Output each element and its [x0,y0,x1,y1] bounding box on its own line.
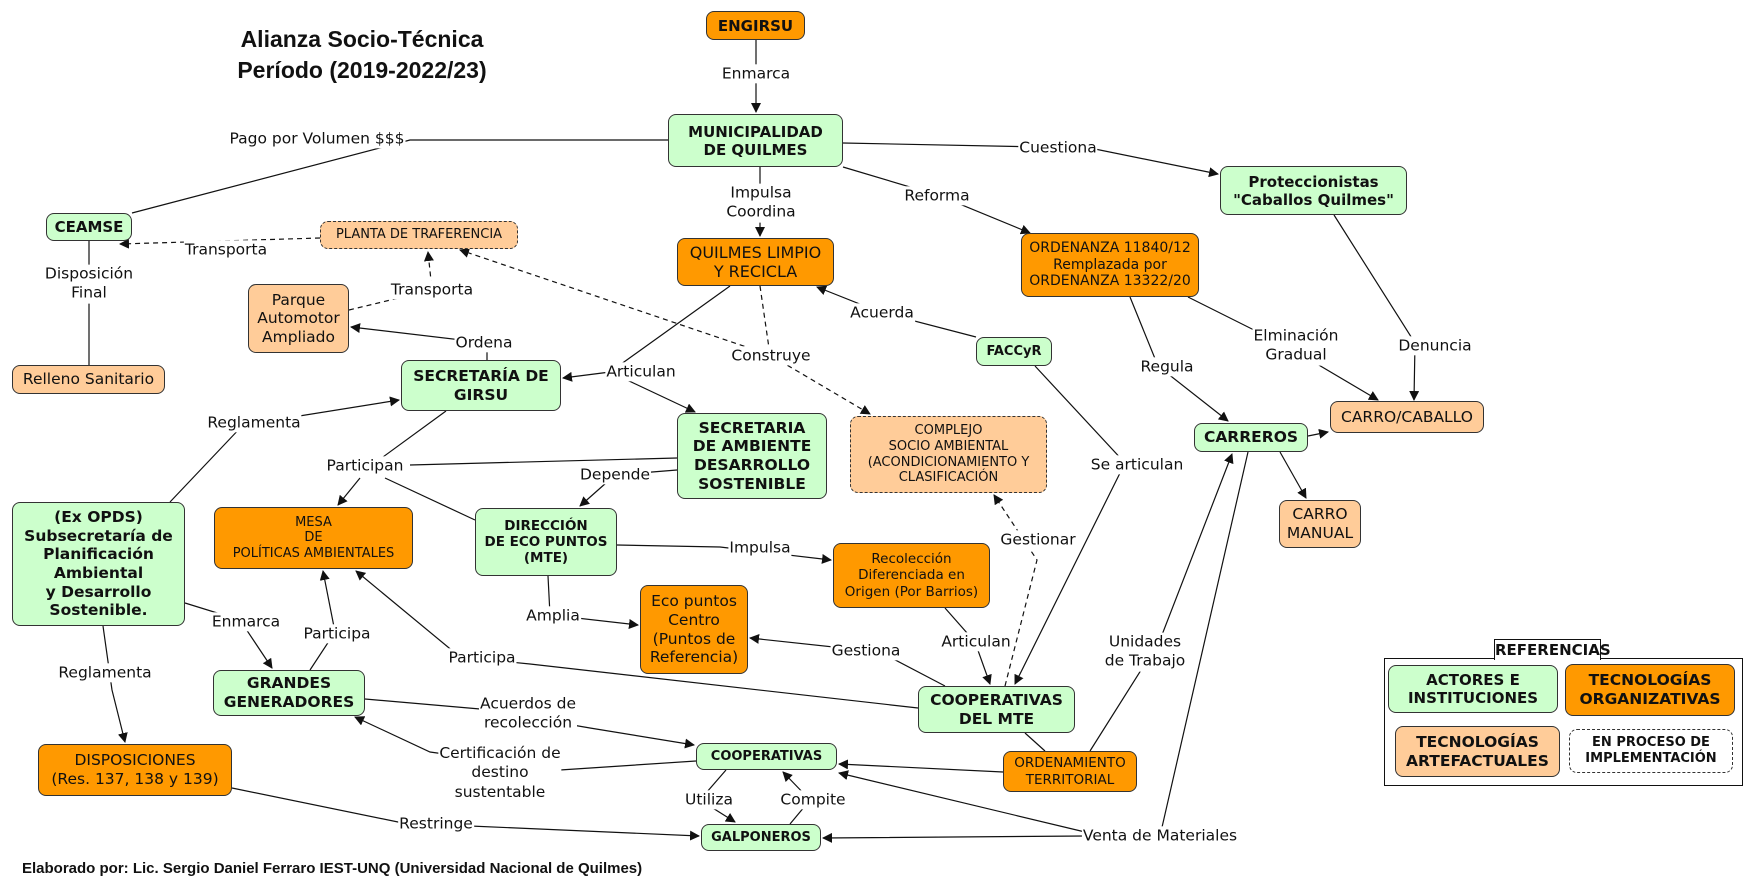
node-parque-automotor[interactable]: Parque Automotor Ampliado [248,284,349,353]
edge-participan-mesa [337,477,361,506]
link-label-articulan: Articulan [605,362,677,382]
link-label-impulsa: Impulsa [728,538,792,558]
edge-denuncia [1333,214,1420,401]
node-ordenamiento-territorial[interactable]: ORDENAMIENTO TERRITORIAL [1003,751,1137,792]
edge-ordenamiento-coops [838,759,1004,773]
node-cooperativas-mte[interactable]: COOPERATIVAS DEL MTE [918,686,1075,733]
edge-participan-direccion [384,477,476,521]
link-label-cuestiona: Cuestiona [1018,138,1098,158]
link-label-participa-grandes: Participa [302,624,372,644]
node-quilmes-limpio[interactable]: QUILMES LIMPIO Y RECICLA [677,238,834,286]
edge-gestionar [993,494,1038,687]
edge-participa-mesa [309,570,336,671]
node-relleno-sanitario[interactable]: Relleno Sanitario [12,365,165,394]
link-label-compite: Compite [779,790,847,810]
legend-actores-instituciones: ACTORES E INSTITUCIONES [1388,665,1558,713]
link-label-acuerda: Acuerda [849,303,915,323]
node-ordenanza[interactable]: ORDENANZA 11840/12 Remplazada por ORDENA… [1021,233,1199,297]
link-label-disposicion-final: Disposición Final [43,264,135,304]
link-label-gestionar: Gestionar [999,530,1077,550]
node-cooperativas[interactable]: COOPERATIVAS [696,743,837,770]
node-ceamse[interactable]: CEAMSE [46,213,132,241]
link-label-enmarca: Enmarca [720,64,792,84]
node-disposiciones[interactable]: DISPOSICIONES (Res. 137, 138 y 139) [38,744,232,796]
node-complejo-socio-ambiental[interactable]: COMPLEJO SOCIO AMBIENTAL (ACONDICIONAMIE… [850,416,1047,493]
link-label-transporta-ceamse: Transporta [183,240,269,260]
node-engirsu[interactable]: ENGIRSU [706,11,805,40]
edge-participan-girsu [371,410,447,466]
link-label-eliminacion-gradual: Elminación Gradual [1252,326,1340,366]
node-ex-opds[interactable]: (Ex OPDS) Subsecretaría de Planificación… [12,502,185,626]
legend-title: REFERENCIAS [1494,639,1611,660]
link-label-enmarca-grandes: Enmarca [210,612,282,632]
edge-reglamenta-disp [102,625,128,743]
link-label-depende: Depende [578,465,652,485]
node-secretaria-ambiente[interactable]: SECRETARIA DE AMBIENTE DESARROLLO SOSTEN… [677,413,827,499]
node-carro-caballo[interactable]: CARRO/CABALLO [1330,401,1484,433]
link-label-denuncia: Denuncia [1397,336,1473,356]
link-label-restringe: Restringe [398,814,474,834]
link-label-venta-materiales: Venta de Materiales [1081,826,1239,846]
node-municipalidad[interactable]: MUNICIPALIDAD DE QUILMES [668,114,843,167]
link-label-reglamenta-disp: Reglamenta [57,663,153,683]
link-label-participa-coop: Participa [447,648,517,668]
link-label-acuerdos-recoleccion: Acuerdos de recolección [478,694,578,734]
edge-impulsa [616,544,832,564]
link-label-amplia: Amplia [525,606,581,626]
link-label-pago-volumen: Pago por Volumen $$$ [228,129,406,149]
edge-carreros-manual [1279,451,1307,499]
edge-pago [131,139,668,214]
edge-construye-planta [459,248,771,356]
link-label-reglamenta-girsu: Reglamenta [206,413,302,433]
node-carro-manual[interactable]: CARRO MANUAL [1279,500,1361,548]
node-faccyr[interactable]: FACCyR [976,337,1052,366]
node-recoleccion-diferenciada[interactable]: Recolección Diferenciada en Origen (Por … [833,543,990,608]
link-label-construye: Construye [730,346,812,366]
node-proteccionistas[interactable]: Proteccionistas "Caballos Quilmes" [1220,166,1407,215]
edge-venta-coops [838,770,1086,833]
link-label-transporta-planta: Transporta [389,280,475,300]
link-label-utiliza: Utiliza [684,790,734,810]
footer-credit: Elaborado por: Lic. Sergio Daniel Ferrar… [22,860,643,877]
link-label-participan: Participan [325,456,405,476]
link-label-gestiona: Gestiona [830,641,902,661]
link-label-reforma: Reforma [903,186,971,206]
node-carreros[interactable]: CARREROS [1194,423,1308,452]
link-label-regula: Regula [1139,357,1195,377]
node-direccion-eco-puntos[interactable]: DIRECCIÓN DE ECO PUNTOS (MTE) [475,508,617,576]
legend-tecnologias-organizativas: TECNOLOGÍAS ORGANIZATIVAS [1565,664,1735,716]
legend-en-proceso: EN PROCESO DE IMPLEMENTACIÓN [1569,729,1733,773]
link-label-se-articulan: Se articulan [1089,455,1185,475]
legend-tecnologias-artefactuales: TECNOLOGÍAS ARTEFACTUALES [1395,726,1560,777]
link-label-impulsa-coordina: Impulsa Coordina [725,183,797,223]
node-eco-puntos-centro[interactable]: Eco puntos Centro (Puntos de Referencia) [640,585,748,674]
edge-ordenamiento-coop [1024,732,1046,752]
edge-carreros-caballo [1307,428,1329,439]
edge-participan-ambiente [409,457,678,466]
node-mesa-politicas[interactable]: MESA DE POLÍTICAS AMBIENTALES [214,507,413,569]
link-label-unidades-trabajo: Unidades de Trabajo [1103,632,1187,672]
node-galponeros[interactable]: GALPONEROS [701,824,821,851]
node-secretaria-girsu[interactable]: SECRETARÍA DE GIRSU [401,360,561,411]
edge-unidades [1089,453,1234,752]
node-planta-transferencia[interactable]: PLANTA DE TRAFERENCIA [320,221,518,249]
diagram-title: Alianza Socio-Técnica Período (2019-2022… [237,26,487,84]
link-label-ordena: Ordena [454,333,514,353]
link-label-certificacion: Certificación de destino sustentable [438,743,562,803]
edge-construye [759,285,871,415]
link-label-articulan-coop: Articulan [940,632,1012,652]
node-grandes-generadores[interactable]: GRANDES GENERADORES [213,670,365,716]
